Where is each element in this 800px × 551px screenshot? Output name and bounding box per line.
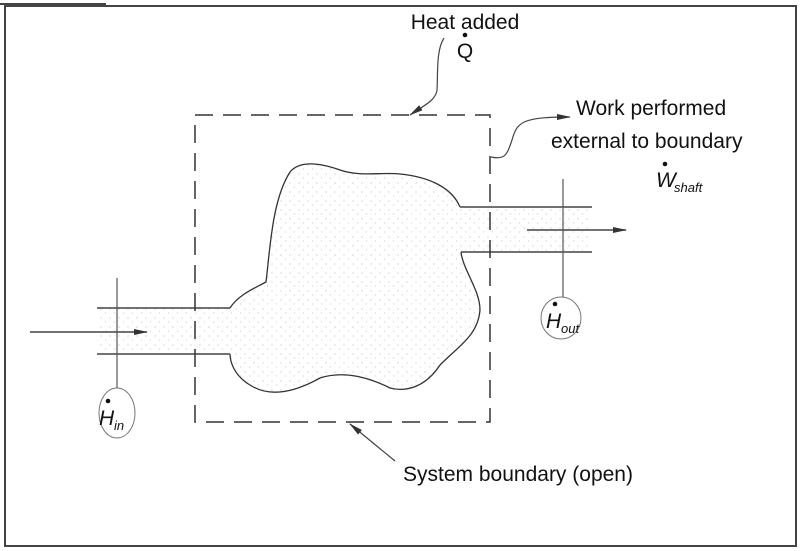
svg-text:in: in: [114, 418, 124, 433]
work-leader-arrow: [490, 114, 571, 159]
h-in-label: H in: [98, 387, 136, 439]
svg-text:shaft: shaft: [674, 180, 704, 195]
fluid-blob-outline: [229, 163, 481, 393]
work-label-line1: Work performed: [576, 97, 726, 120]
work-symbol: W shaft: [656, 161, 704, 195]
work-label-line2: external to boundary: [551, 130, 743, 153]
svg-text:H: H: [546, 310, 562, 333]
heat-symbol: Q: [457, 32, 473, 63]
h-out-label: H out: [540, 296, 582, 340]
svg-text:W: W: [656, 169, 678, 192]
svg-text:Q: Q: [457, 40, 473, 63]
frame: [4, 5, 797, 547]
system-boundary-label: System boundary (open): [403, 463, 633, 486]
system-boundary: [194, 114, 491, 423]
heat-leader-arrow: [409, 37, 445, 116]
heat-added-label: Heat added: [411, 11, 520, 34]
svg-text:H: H: [99, 407, 115, 430]
svg-text:out: out: [561, 321, 580, 336]
boundary-leader-arrow: [349, 423, 396, 462]
fluid-region: [97, 163, 590, 393]
